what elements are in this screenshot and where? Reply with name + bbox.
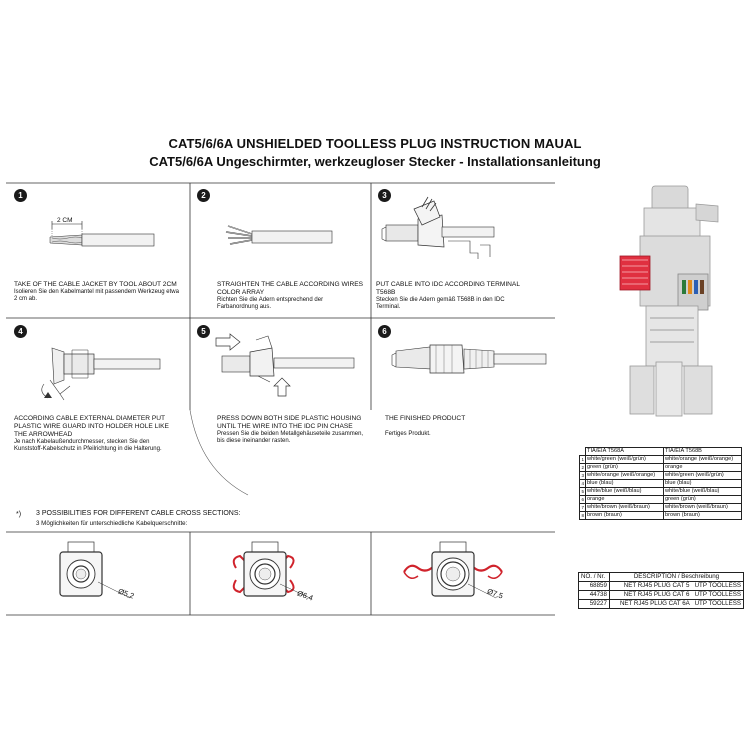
step-3-de: Stecken Sie die Adern gemäß T568B in den… — [376, 297, 505, 311]
parts-no: 44738 — [578, 590, 610, 600]
step-3-en: PUT CABLE INTO IDC ACCORDING TERMINAL T5… — [376, 281, 520, 296]
page-subtitle: CAT5/6/6A Ungeschirmter, werkzeugloser S… — [149, 154, 601, 169]
step-4-text: ACCORDING CABLE EXTERNAL DIAMETER PUT PL… — [14, 415, 176, 454]
step-6-number: 6 — [378, 325, 391, 338]
wiring-header-a: TIA/EIA T568A — [585, 447, 665, 456]
parts-header-desc: DESCRIPTION / Beschreibung — [608, 572, 745, 582]
wiring-cell-a: white/blue (weiß/blau) — [585, 487, 665, 496]
cross-section-1-illustration — [59, 541, 131, 599]
step-1-de: Isolieren Sie den Kabelmantel mit passen… — [14, 289, 179, 303]
wiring-pin: 8 — [578, 511, 587, 520]
product-photo — [619, 185, 719, 417]
wiring-header-b: TIA/EIA T568B — [663, 447, 742, 456]
table-row: 1 white/green (weiß/grün) white/orange (… — [578, 455, 742, 464]
table-row: 4 blue (blau) blue (blau) — [578, 479, 742, 488]
parts-desc: NET RJ45 PLUG CAT 6 UTP TOOLLESS — [608, 590, 745, 600]
table-row: 8 brown (braun) brown (braun) — [578, 511, 742, 520]
wiring-cell-b: white/green (weiß/grün) — [663, 471, 742, 480]
wiring-cell-b: white/brown (weiß/braun) — [663, 503, 742, 512]
table-row: 2 green (grün) orange — [578, 463, 742, 472]
cross-section-2-illustration — [232, 541, 311, 599]
step-2-number: 2 — [197, 189, 210, 202]
parts-table: NO. / Nr. DESCRIPTION / Beschreibung 688… — [578, 572, 745, 609]
table-row: 68859 NET RJ45 PLUG CAT 5 UTP TOOLLESS — [578, 581, 745, 591]
step-2-en: STRAIGHTEN THE CABLE ACCORDING WIRES COL… — [217, 281, 364, 296]
step-1-number: 1 — [14, 189, 27, 202]
wiring-table: TIA/EIA T568A TIA/EIA T568B 1 white/gree… — [578, 447, 742, 520]
page-title: CAT5/6/6A UNSHIELDED TOOLLESS PLUG INSTR… — [168, 136, 582, 151]
wiring-cell-b: white/orange (weiß/orange) — [663, 455, 742, 464]
step-5-number: 5 — [197, 325, 210, 338]
wiring-cell-a: blue (blau) — [585, 479, 665, 488]
step-4-de: Je nach Kabelaußendurchmesser, stecken S… — [14, 439, 162, 453]
table-row: 59227 NET RJ45 PLUG CAT 6A UTP TOOLLESS — [578, 599, 745, 609]
possibilities-marker: *) — [16, 511, 22, 518]
wiring-cell-a: white/green (weiß/grün) — [585, 455, 665, 464]
parts-desc: NET RJ45 PLUG CAT 6A UTP TOOLLESS — [608, 599, 745, 609]
table-row: 7 white/brown (weiß/braun) white/brown (… — [578, 503, 742, 512]
wiring-cell-a: orange — [585, 495, 665, 504]
step-5-press-illustration — [215, 333, 355, 397]
step-4-number: 4 — [14, 325, 27, 338]
step-2-text: STRAIGHTEN THE CABLE ACCORDING WIRES COL… — [217, 281, 365, 312]
parts-desc: NET RJ45 PLUG CAT 5 UTP TOOLLESS — [608, 581, 745, 591]
parts-no: 59227 — [578, 599, 610, 609]
step-3-number: 3 — [378, 189, 391, 202]
table-row: 44738 NET RJ45 PLUG CAT 6 UTP TOOLLESS — [578, 590, 745, 600]
wiring-cell-b: blue (blau) — [663, 479, 742, 488]
table-row: 3 white/orange (weiß/orange) white/green… — [578, 471, 742, 480]
step-5-en: PRESS DOWN BOTH SIDE PLASTIC HOUSING UNT… — [217, 415, 362, 430]
step-3-plug-illustration — [381, 196, 495, 259]
parts-no: 68859 — [578, 581, 610, 591]
step-4-plug-illustration — [41, 347, 161, 401]
parts-table-header: NO. / Nr. DESCRIPTION / Beschreibung — [578, 572, 745, 582]
possibilities-de: 3 Möglichkeiten für unterschiedliche Kab… — [36, 520, 188, 527]
possibilities-en: 3 POSSIBILITIES FOR DIFFERENT CABLE CROS… — [36, 510, 241, 517]
step-1-en: TAKE OF THE CABLE JACKET BY TOOL ABOUT 2… — [14, 281, 177, 288]
wiring-cell-a: white/orange (weiß/orange) — [585, 471, 665, 480]
step-6-text: THE FINISHED PRODUCT Fertiges Produkt. — [385, 415, 535, 438]
step-6-de: Fertiges Produkt. — [385, 431, 431, 437]
step-4-en: ACCORDING CABLE EXTERNAL DIAMETER PUT PL… — [14, 415, 169, 438]
wiring-cell-b: white/blue (weiß/blau) — [663, 487, 742, 496]
parts-header-no: NO. / Nr. — [578, 572, 610, 582]
step-5-de: Pressen Sie die beiden Metallgehäuseteil… — [217, 431, 364, 445]
wiring-cell-b: green (grün) — [663, 495, 742, 504]
step-1-cable-illustration — [49, 221, 155, 247]
wiring-cell-a: brown (braun) — [585, 511, 665, 520]
wiring-table-header: TIA/EIA T568A TIA/EIA T568B — [579, 447, 742, 456]
wiring-cell-a: green (grün) — [585, 463, 665, 472]
table-row: 5 white/blue (weiß/blau) white/blue (wei… — [578, 487, 742, 496]
step-3-text: PUT CABLE INTO IDC ACCORDING TERMINAL T5… — [376, 281, 526, 312]
step-1-text: TAKE OF THE CABLE JACKET BY TOOL ABOUT 2… — [14, 281, 179, 304]
step-6-finished-plug-illustration — [391, 344, 547, 374]
step-2-cable-illustration — [225, 225, 333, 245]
step-2-de: Richten Sie die Adern entsprechend der F… — [217, 297, 324, 311]
wiring-cell-b: brown (braun) — [663, 511, 742, 520]
wiring-cell-b: orange — [663, 463, 742, 472]
wiring-cell-a: white/brown (weiß/braun) — [585, 503, 665, 512]
step-1-measure-label: 2 CM — [57, 217, 73, 224]
table-row: 6 orange green (grün) — [578, 495, 742, 504]
step-6-en: THE FINISHED PRODUCT — [385, 415, 466, 422]
step-5-text: PRESS DOWN BOTH SIDE PLASTIC HOUSING UNT… — [217, 415, 367, 446]
cross-section-3-illustration — [403, 541, 503, 599]
